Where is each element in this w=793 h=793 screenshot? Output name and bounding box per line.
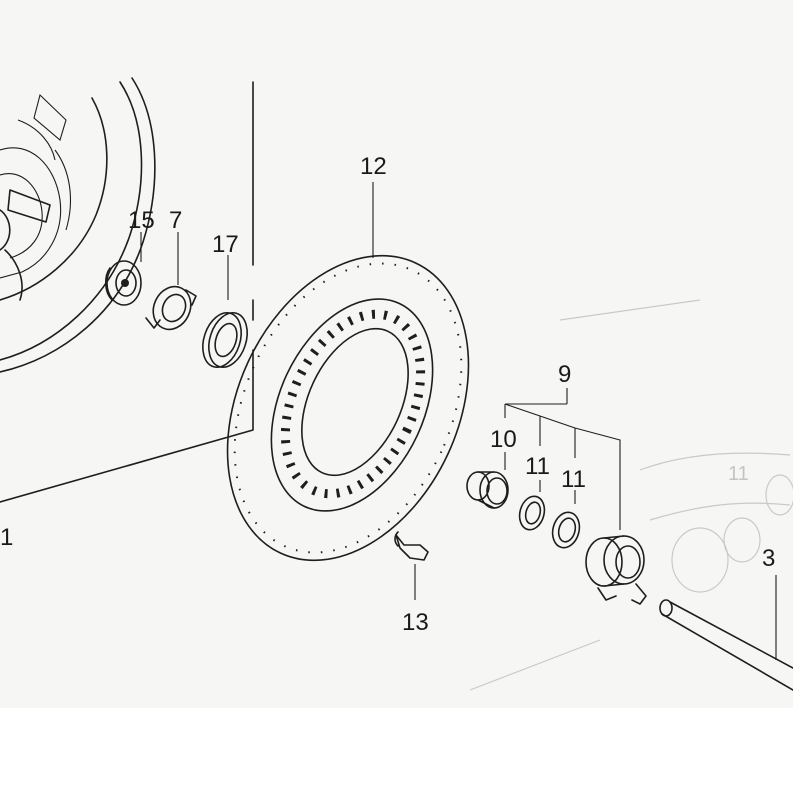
part-10-retainer <box>466 452 509 509</box>
callout-17: 17 <box>212 231 239 258</box>
part-3-axle <box>659 575 793 691</box>
bearing-race <box>121 279 129 287</box>
callout-11-b: 11 <box>561 466 586 493</box>
part-17-dust-seal <box>202 255 248 369</box>
callout-12: 12 <box>360 153 387 180</box>
disc-vent-slots <box>280 309 426 499</box>
callout-9: 9 <box>558 361 571 388</box>
callout-11-a: 11 <box>525 453 550 480</box>
ghost-label: 11 <box>728 463 749 485</box>
part-11-washer-a <box>518 480 546 531</box>
part-15-bearing <box>104 232 142 306</box>
callout-1: 1 <box>0 524 13 551</box>
part-12-brake-disc <box>226 182 470 562</box>
callout-10: 10 <box>490 426 517 453</box>
part-1-leader <box>0 81 254 503</box>
bottom-margin <box>0 708 793 793</box>
part-7-retainer <box>145 232 197 331</box>
callout-3: 3 <box>762 545 775 572</box>
disc-drill-holes <box>233 262 463 554</box>
part-1-wheel <box>0 77 156 373</box>
part-11-washer-b <box>551 490 581 549</box>
callout-7: 7 <box>169 207 182 234</box>
part-9-bracket <box>504 388 621 530</box>
bleed-through-ghost: 11 <box>469 299 793 691</box>
speedometer-gearbox <box>585 535 647 605</box>
callout-13: 13 <box>402 609 429 636</box>
callout-15: 15 <box>128 207 155 234</box>
part-13-bolt <box>394 531 429 600</box>
